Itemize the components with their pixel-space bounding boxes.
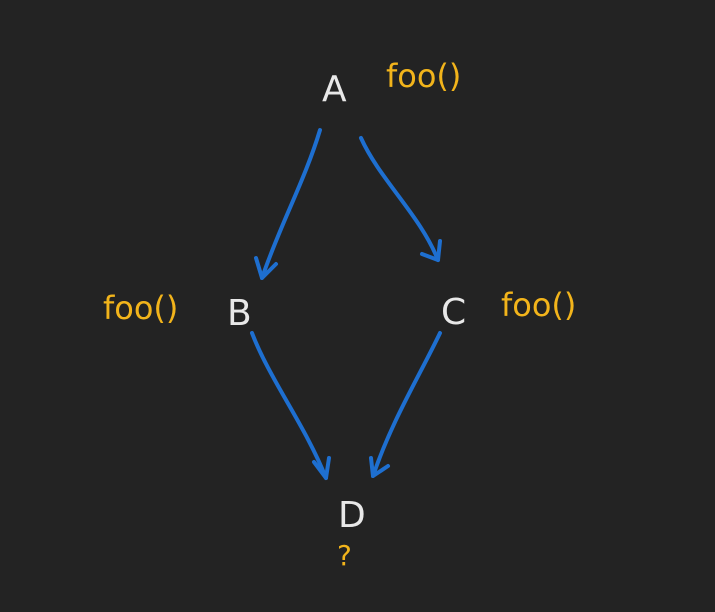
question-mark: ? — [337, 539, 352, 572]
node-d: D — [338, 495, 366, 536]
node-a: A — [322, 69, 347, 110]
node-c: C — [441, 292, 467, 333]
arrow-a-to-b — [254, 128, 322, 280]
arrow-a-to-c — [359, 136, 442, 262]
method-label-a: foo() — [386, 57, 462, 95]
arrow-c-to-d — [369, 331, 442, 478]
arrow-b-to-d — [250, 331, 331, 480]
method-label-c: foo() — [501, 286, 577, 324]
method-label-b: foo() — [103, 289, 179, 327]
node-b: B — [227, 293, 252, 334]
